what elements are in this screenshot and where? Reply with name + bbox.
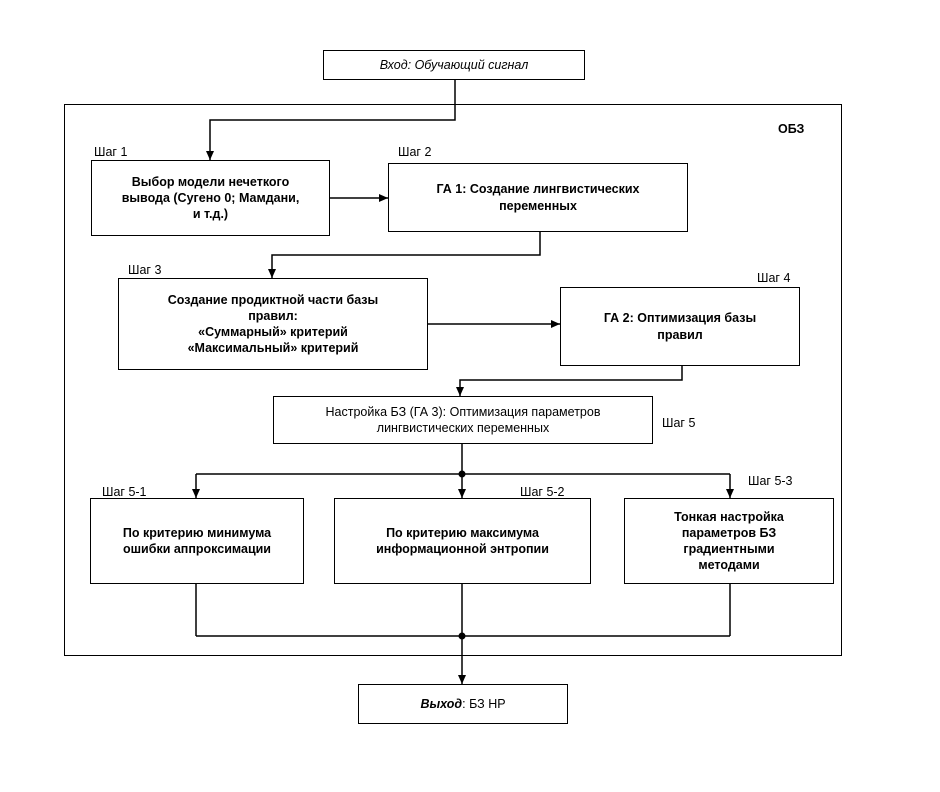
step2-label: Шаг 2 <box>398 145 432 159</box>
step5-box: Настройка БЗ (ГА 3): Оптимизация парамет… <box>273 396 653 444</box>
step3-label: Шаг 3 <box>128 263 162 277</box>
output-label-rest: : БЗ НР <box>462 696 506 711</box>
step5-1-label: Шаг 5-1 <box>102 485 147 499</box>
step5-label: Шаг 5 <box>662 416 696 430</box>
frame-label: ОБЗ <box>778 122 805 136</box>
step5-1-box: По критерию минимума ошибки аппроксимаци… <box>90 498 304 584</box>
step5-3-box: Тонкая настройка параметров БЗ градиентн… <box>624 498 834 584</box>
output-box: Выход: БЗ НР <box>358 684 568 724</box>
step4-label: Шаг 4 <box>757 271 791 285</box>
step1-label: Шаг 1 <box>94 145 128 159</box>
input-label-em: Вход: <box>379 57 412 72</box>
obz-frame <box>64 104 842 656</box>
output-label-em: Выход <box>420 696 463 711</box>
step5-2-label: Шаг 5-2 <box>520 485 565 499</box>
step5-2-box: По критерию максимума информационной энт… <box>334 498 591 584</box>
step3-box: Создание продиктной части базы правил: «… <box>118 278 428 370</box>
input-label-rest: Обучающий сигнал <box>411 57 529 72</box>
step5-3-label: Шаг 5-3 <box>748 474 793 488</box>
step1-box: Выбор модели нечеткого вывода (Сугено 0;… <box>91 160 330 236</box>
step4-box: ГА 2: Оптимизация базы правил <box>560 287 800 366</box>
input-box: Вход: Обучающий сигнал <box>323 50 585 80</box>
step2-box: ГА 1: Создание лингвистических переменны… <box>388 163 688 232</box>
